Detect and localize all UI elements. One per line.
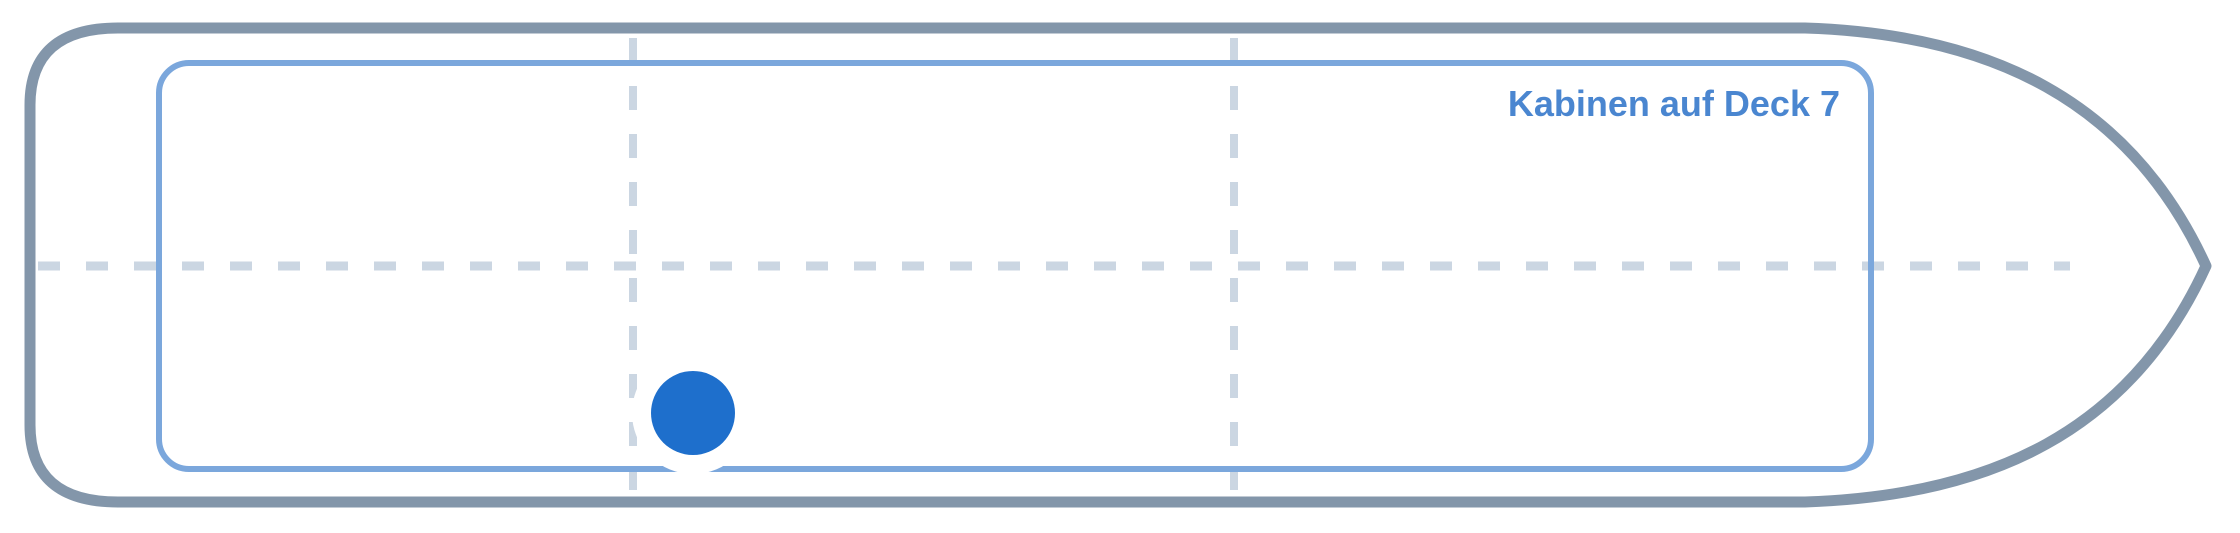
location-marker-dot — [651, 371, 735, 455]
deck-label: Kabinen auf Deck 7 — [1508, 83, 1840, 124]
ship-hull-outline — [24, 22, 2212, 508]
location-dot-icon[interactable] — [632, 352, 754, 474]
cabin-area-outline[interactable] — [156, 60, 1874, 472]
